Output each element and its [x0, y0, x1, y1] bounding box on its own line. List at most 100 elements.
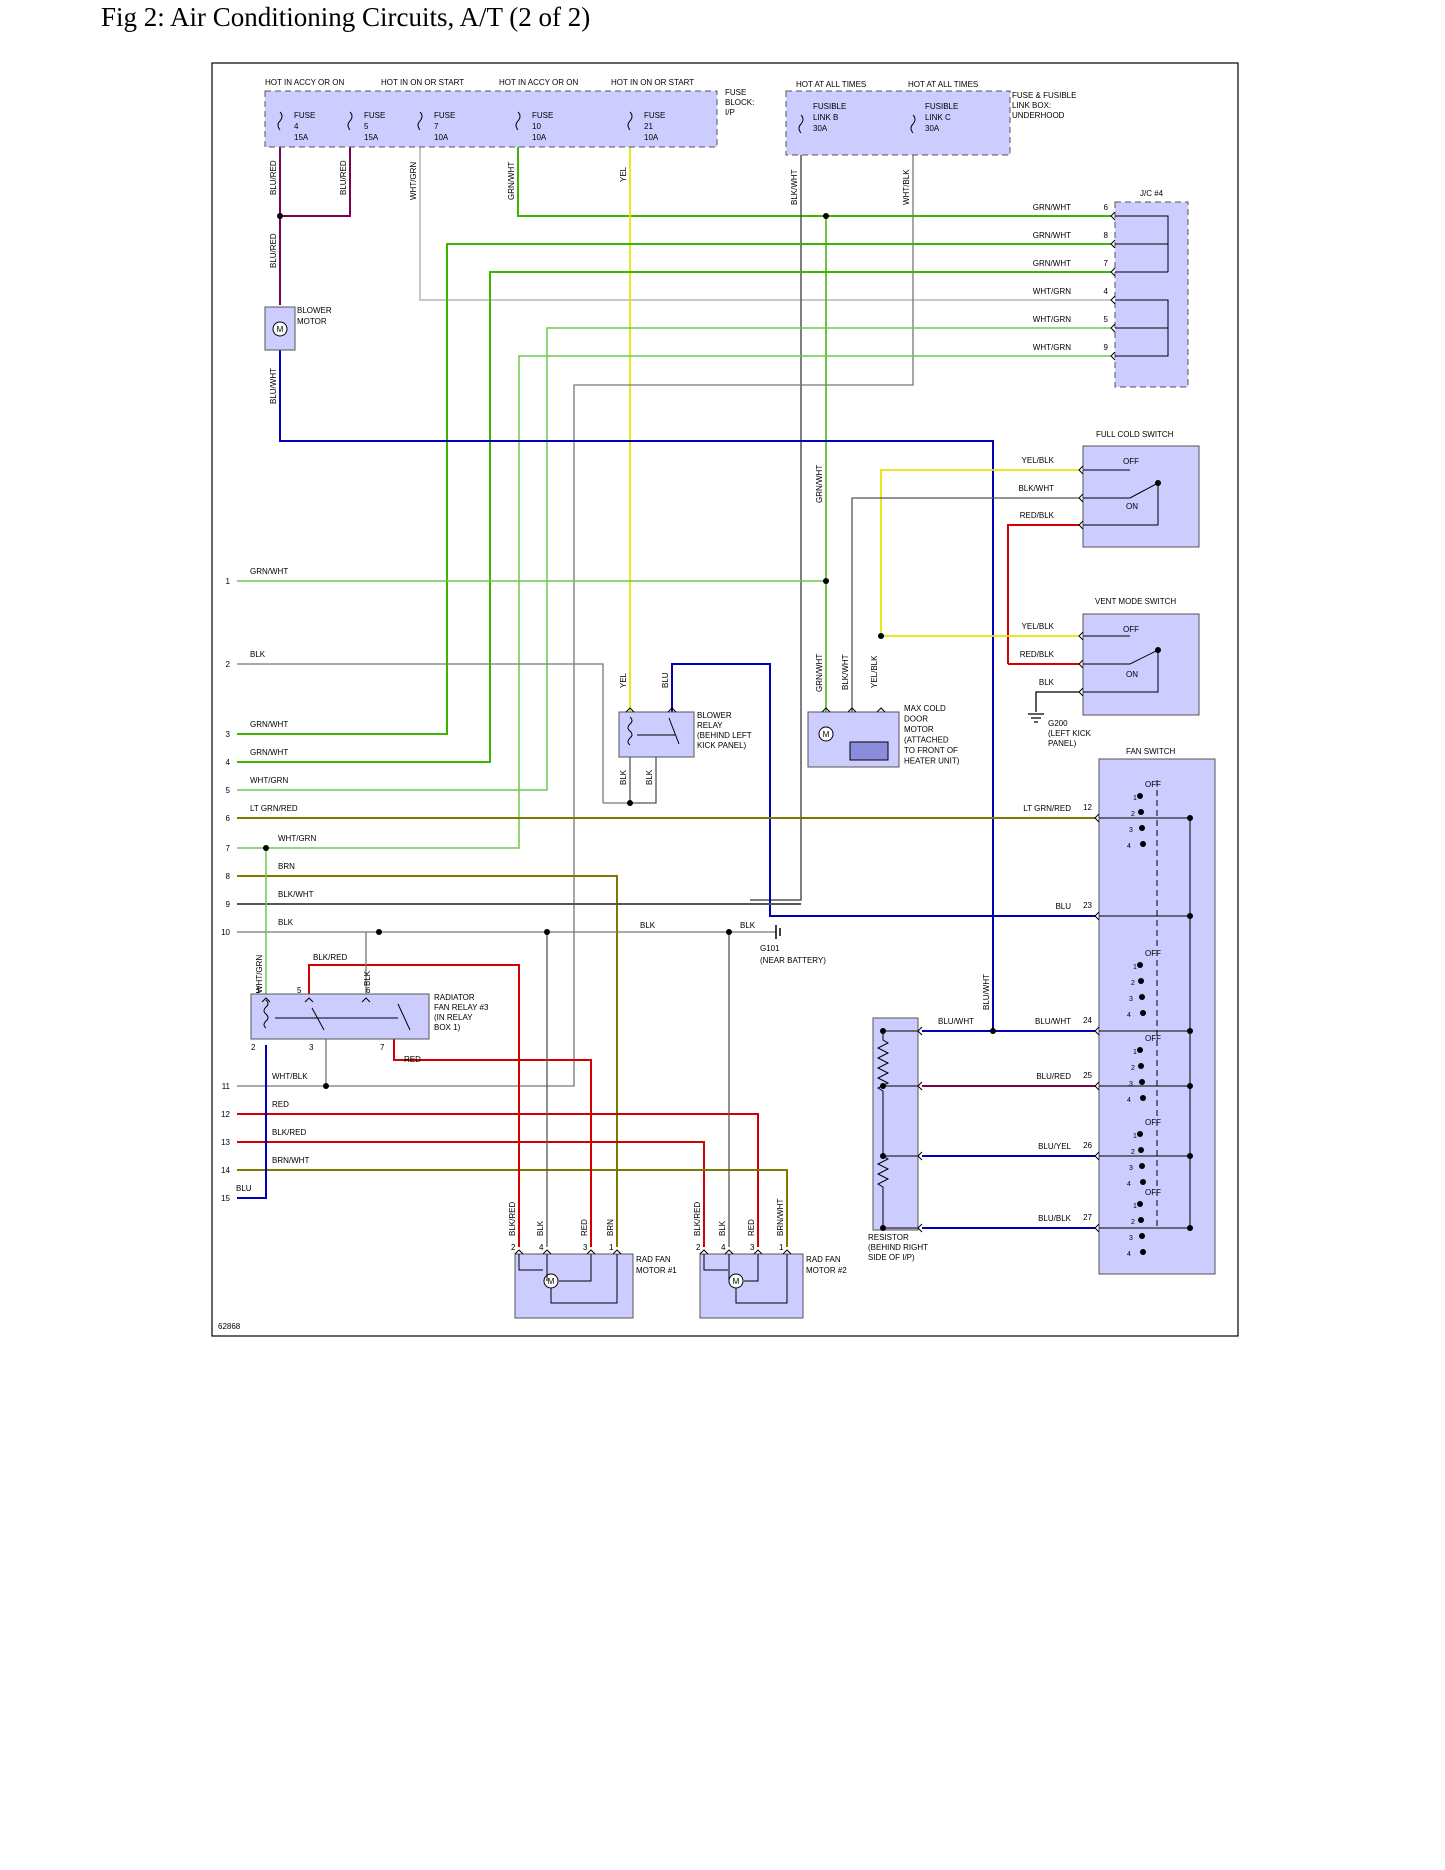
- left-wire-number: 3: [226, 730, 231, 739]
- supply-label: HOT IN ON OR START: [611, 78, 694, 87]
- wire-grn-wht-6: [517, 147, 1111, 217]
- jc-pin-label: 8: [1104, 231, 1109, 240]
- wire-yel-blk-fc: [880, 469, 1079, 636]
- fan-switch-wire-label: BLU/RED: [1036, 1072, 1071, 1081]
- connector-icon: [667, 707, 677, 713]
- blower-relay-label: BLOWER: [697, 711, 732, 720]
- fuse-label: FUSE: [434, 111, 455, 120]
- switch-pivot: [1155, 647, 1161, 653]
- fan-switch-detent: [1138, 1147, 1144, 1153]
- splice-dot: [990, 1028, 996, 1034]
- left-wire-label: WHT/GRN: [250, 776, 288, 785]
- wire-brn-8: [237, 875, 618, 1247]
- left-wire-label: WHT/BLK: [272, 1072, 308, 1081]
- splice-dot: [726, 929, 732, 935]
- motor-symbol-label: M: [277, 325, 284, 334]
- wire-blk-wht-top: [750, 155, 802, 901]
- left-wire-number: 8: [226, 872, 231, 881]
- jc-pin-label: 9: [1104, 343, 1109, 352]
- max-cold-motor-icon: [818, 726, 834, 742]
- resistor-box: [872, 1017, 919, 1231]
- rad-fan-internals: [518, 1254, 618, 1304]
- fan-switch-pin-label: 26: [1083, 1141, 1092, 1150]
- fuse-label: 4: [294, 122, 299, 131]
- blower-relay-label: RELAY: [697, 721, 723, 730]
- relay-pin-label: 5: [297, 986, 302, 995]
- wire-blu-relay: [671, 663, 1096, 917]
- wire-red-relay-7: [393, 1039, 592, 1247]
- connector-icon: [917, 1026, 923, 1036]
- connector-icon: [699, 1249, 709, 1255]
- fan-switch-node: [1187, 913, 1193, 919]
- connector-icon: [1078, 687, 1084, 697]
- max-cold-wire-label: GRN/WHT: [815, 465, 824, 503]
- g200-label: PANEL): [1048, 739, 1077, 748]
- fan-switch-wire-label: BLU/WHT: [1035, 1017, 1071, 1026]
- wire-label-wht-blk-top: WHT/BLK: [902, 169, 911, 205]
- radiator-relay-label: FAN RELAY #3: [434, 1003, 489, 1012]
- blower-relay-label: KICK PANEL): [697, 741, 747, 750]
- wire-label-yel: YEL: [619, 166, 628, 182]
- rad-fan-wire-label: BRN: [606, 1219, 615, 1236]
- radiator-relay-label: RADIATOR: [434, 993, 475, 1002]
- relay-pin-label: 3: [309, 1043, 314, 1052]
- rad-fan-motor-box: [514, 1253, 634, 1319]
- fan-switch-pin-label: 12: [1083, 803, 1092, 812]
- fusible-box-label: LINK BOX:: [1012, 101, 1051, 110]
- max-cold-motor-label: DOOR: [904, 715, 928, 724]
- left-wire-number: 12: [221, 1110, 230, 1119]
- connector-icon: [586, 1249, 596, 1255]
- rad-fan-pin-label: 3: [750, 1243, 755, 1252]
- rad-fan-pin-label: 2: [511, 1243, 516, 1252]
- motor-symbol-label: M: [548, 1277, 555, 1286]
- fuse-label: FUSE: [294, 111, 315, 120]
- fusible-link-label: 30A: [925, 124, 940, 133]
- fan-switch-off-label: OFF: [1145, 1188, 1161, 1197]
- fan-switch-detent: [1140, 1249, 1146, 1255]
- fan-switch-wire-label: BLU/BLK: [1038, 1214, 1072, 1223]
- jc-bus: [1115, 299, 1169, 357]
- jc-wire-label: WHT/GRN: [1033, 315, 1071, 324]
- fan-switch-detent: [1138, 809, 1144, 815]
- fan-switch-detent: [1137, 793, 1143, 799]
- connector-icon: [753, 1249, 763, 1255]
- left-wire-label: GRN/WHT: [250, 720, 288, 729]
- motor-symbol-label: M: [733, 1277, 740, 1286]
- diagram-frame: [211, 62, 1239, 1337]
- connector-icon: [1094, 911, 1100, 921]
- connector-icon: [1110, 295, 1116, 305]
- fuse-symbol: [798, 114, 804, 134]
- connector-icon: [1110, 267, 1116, 277]
- rad-fan-label: RAD FAN: [636, 1255, 671, 1264]
- fan-switch-position-label: 1: [1133, 1133, 1137, 1140]
- wire-label-wht-grn-top: WHT/GRN: [409, 162, 418, 200]
- jc-pin-label: 4: [1104, 287, 1109, 296]
- full-cold-wire-label: RED/BLK: [1020, 511, 1055, 520]
- switch-on-label: ON: [1126, 670, 1138, 679]
- left-wire-number: 6: [226, 814, 231, 823]
- supply-label: HOT IN ACCY OR ON: [265, 78, 344, 87]
- relay-wire-label: WHT/GRN: [255, 955, 264, 993]
- wire-label-blu-wht: BLU/WHT: [269, 368, 278, 404]
- rad-fan-pin-label: 3: [583, 1243, 588, 1252]
- wire-label-blu-red-1: BLU/RED: [269, 160, 278, 195]
- rad-fan-label: MOTOR #2: [806, 1266, 847, 1275]
- fuse-label: 15A: [364, 133, 379, 142]
- fan-switch-detent: [1137, 1047, 1143, 1053]
- left-wire-label: BLK: [250, 650, 266, 659]
- resistor-label: (BEHIND RIGHT: [868, 1243, 928, 1252]
- connector-icon: [847, 707, 857, 713]
- blower-relay-wire-label: YEL: [619, 672, 628, 688]
- relay-pin-label: 7: [380, 1043, 385, 1052]
- fuse-label: 10A: [644, 133, 659, 142]
- fan-switch-position-label: 3: [1129, 827, 1133, 834]
- vent-mode-wire-label: RED/BLK: [1020, 650, 1055, 659]
- max-cold-motor-label: MOTOR: [904, 725, 934, 734]
- fan-switch-node: [1187, 1153, 1193, 1159]
- fuse-label: 10A: [434, 133, 449, 142]
- connector-icon: [1110, 239, 1116, 249]
- wire-wht-blk-trunk: [326, 155, 914, 1087]
- fuse-block-box: [264, 90, 718, 148]
